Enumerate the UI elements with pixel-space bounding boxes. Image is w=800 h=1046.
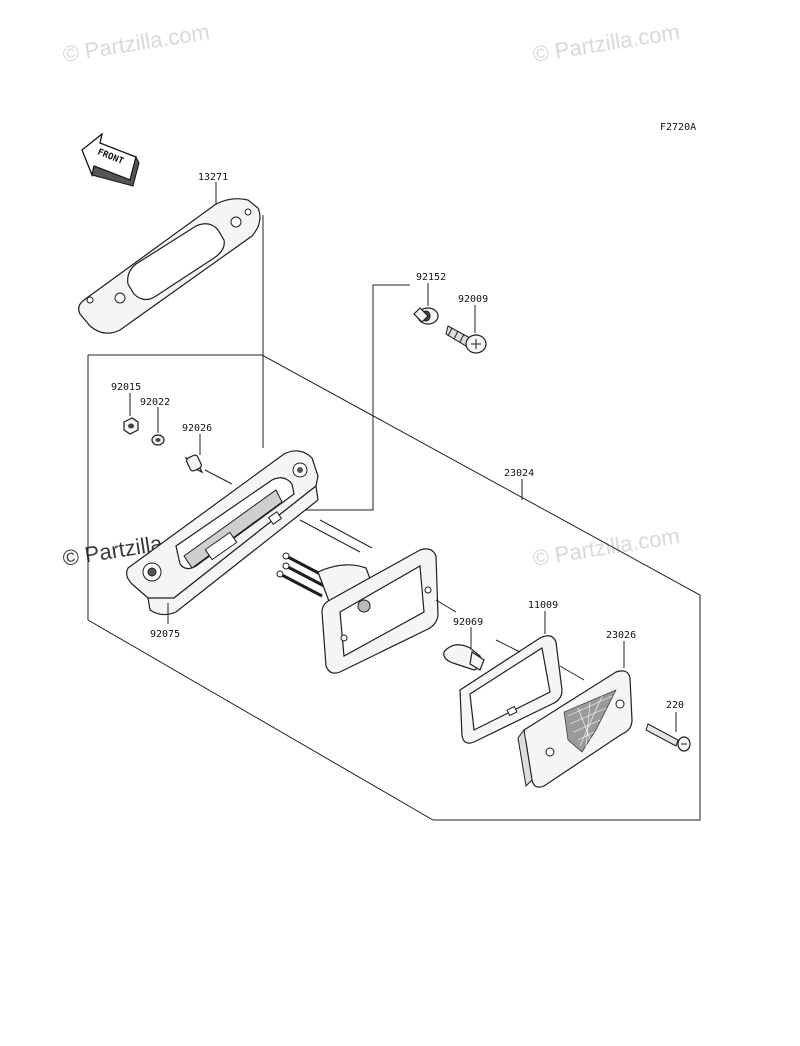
housing-92075 [126, 450, 319, 616]
part-label-92026: 92026 [182, 423, 212, 434]
watermark-middle-right: © Partzilla.com [531, 523, 681, 571]
part-label-11009: 11009 [528, 600, 558, 611]
center-line-2 [495, 639, 521, 653]
screw-bracket [270, 284, 410, 511]
part-label-92022: 92022 [140, 397, 170, 408]
socket-reflector [276, 519, 439, 674]
part-label-92015: 92015 [111, 382, 141, 393]
nut-92015 [123, 417, 139, 435]
part-label-220: 220 [666, 700, 684, 711]
center-line [319, 519, 373, 549]
grommet-92152 [413, 307, 439, 325]
part-label-13271: 13271 [198, 172, 228, 183]
screw-92009 [445, 325, 487, 354]
screw-220 [645, 723, 691, 752]
front-arrow-icon: FRONT [81, 132, 140, 187]
watermark-top-left: © Partzilla.com [61, 19, 211, 67]
gasket-13271 [78, 198, 261, 334]
spacer-92026 [184, 454, 204, 474]
assembly-frame [87, 354, 701, 821]
watermark-top-right: © Partzilla.com [531, 19, 681, 67]
center-line-3 [559, 665, 585, 681]
part-label-92069: 92069 [453, 617, 483, 628]
part-label-92075: 92075 [150, 629, 180, 640]
part-label-92152: 92152 [416, 272, 446, 283]
lens-23026 [517, 670, 633, 788]
reflector-leader [435, 599, 457, 613]
part-label-23024: 23024 [504, 468, 534, 479]
diagram-code: F2720A [660, 122, 696, 133]
part-label-23026: 23026 [606, 630, 636, 641]
bulb-92069 [443, 644, 485, 671]
washer-92022 [151, 434, 165, 446]
spacer-leader [204, 469, 233, 485]
lens-gasket-11009 [459, 635, 563, 744]
part-label-92009: 92009 [458, 294, 488, 305]
